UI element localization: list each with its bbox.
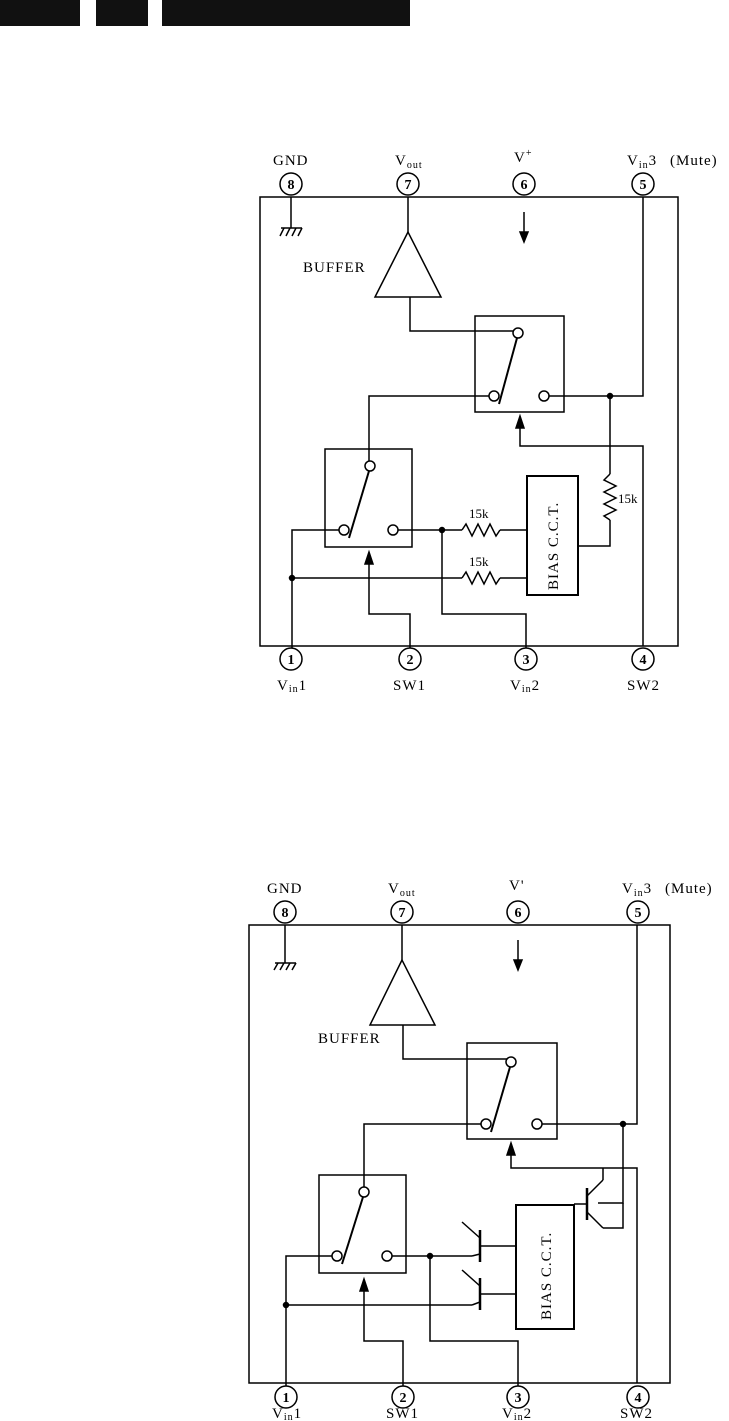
pin-6-label: V' [509,878,525,894]
pin-7-num: 7 [405,178,412,193]
pin-4-num: 4 [640,653,647,668]
pin-7-num: 7 [399,906,406,921]
pin-2-num: 2 [400,1391,407,1406]
pin-5-label: Vin3 [622,881,652,899]
transistor-q3 [574,1168,624,1229]
pin-7-label: Vout [395,153,423,171]
pin-8-label: GND [273,153,309,169]
resistor-1-label: 15k [469,506,489,521]
pin-8-num: 8 [288,178,295,193]
mute-label: (Mute) [670,153,718,169]
pin-3-num: 3 [515,1391,522,1406]
pin-4-circle [626,1385,650,1409]
lower-switch-box [318,1174,407,1274]
diagram-1-labels: GND Vout V+ Vin3 (Mute) 8 7 6 5 1 2 3 4 … [273,148,718,695]
buffer-label: BUFFER [318,1031,381,1047]
pin-7-circle [396,172,420,196]
buffer-label: BUFFER [303,260,366,276]
pin-6-label: V+ [514,148,532,166]
pin-3-label: Vin2 [510,678,540,695]
pin-6-circle [506,900,530,924]
pin-1-label: Vin1 [277,678,307,695]
diagram-1 [259,172,679,671]
pin-6-num: 6 [515,906,522,921]
ground-symbol [273,925,297,971]
mute-label: (Mute) [665,881,713,897]
header-bar-1 [0,0,80,26]
pin-2-label: SW1 [393,678,426,694]
pin-5-num: 5 [635,906,642,921]
chip-outline [259,196,679,647]
buffer-triangle [368,958,437,1026]
transistor-q1 [461,1221,516,1262]
ground-symbol [279,197,303,237]
transistor-q2 [461,1269,516,1310]
bias-label: BIAS C.C.T. [539,1232,555,1320]
bias-block [526,475,579,596]
pin-8-circle [279,172,303,196]
supply-arrow [518,212,530,245]
buffer-triangle [373,230,443,298]
diagram-2 [248,900,671,1409]
pin-8-circle [273,900,297,924]
chip-outline [248,924,671,1384]
pin-2-label: SW1 [386,1406,419,1421]
pin-1-num: 1 [288,653,295,668]
upper-switch-box [474,315,565,413]
pin-5-circle [626,900,650,924]
pin-5-num: 5 [640,178,647,193]
bias-label: BIAS C.C.T. [546,502,562,590]
lower-switch-box [324,448,413,548]
diagram-2-labels: GND Vout V' Vin3 (Mute) 8 7 6 5 1 2 3 4 … [267,878,713,1421]
pin-3-label: Vin2 [502,1406,532,1421]
resistor-2-label: 15k [469,554,489,569]
pin-8-label: GND [267,881,303,897]
pin-4-label: SW2 [620,1406,653,1421]
pin-2-num: 2 [407,653,414,668]
pin-1-circle [279,647,303,671]
upper-switch-box [466,1042,558,1140]
pin-1-num: 1 [283,1391,290,1406]
header-bar-2 [96,0,148,26]
pin-8-num: 8 [282,906,289,921]
pin-5-circle [631,172,655,196]
resistor-3-label: 15k [618,491,638,506]
pin-4-num: 4 [635,1391,642,1406]
pin-6-circle [512,172,536,196]
pin-7-label: Vout [388,881,416,899]
pin-6-num: 6 [521,178,528,193]
pin-4-circle [631,647,655,671]
bias-block [515,1204,575,1330]
supply-arrow [512,940,524,973]
pin-7-circle [390,900,414,924]
header-bar-3 [162,0,410,26]
pin-5-label: Vin3 [627,153,657,171]
pin-1-label: Vin1 [272,1406,302,1421]
pin-4-label: SW2 [627,678,660,694]
pin-3-num: 3 [523,653,530,668]
